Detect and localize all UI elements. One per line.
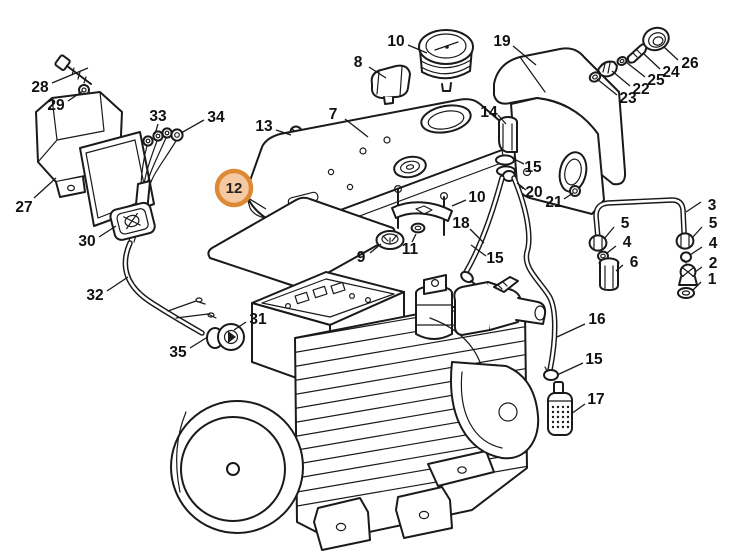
- callout-24[interactable]: 24: [662, 64, 680, 81]
- callout-7[interactable]: 7: [329, 106, 338, 123]
- callout-11[interactable]: 11: [402, 241, 419, 258]
- callout-30[interactable]: 30: [78, 233, 95, 250]
- callout-4-left[interactable]: 4: [623, 234, 632, 251]
- callout-19[interactable]: 19: [493, 33, 511, 50]
- gasket-12: [207, 196, 396, 288]
- callout-21[interactable]: 21: [545, 194, 563, 211]
- callout-4-right[interactable]: 4: [709, 235, 718, 252]
- callout-35[interactable]: 35: [169, 344, 187, 361]
- callout-6[interactable]: 6: [630, 254, 639, 271]
- callout-12-highlight[interactable]: 12: [214, 168, 254, 208]
- stem-24: [627, 43, 648, 64]
- callout-8[interactable]: 8: [354, 54, 363, 71]
- cap-9: [375, 230, 405, 250]
- callout-1[interactable]: 1: [708, 271, 717, 288]
- callout-2[interactable]: 2: [709, 255, 718, 272]
- cable-32: [122, 240, 217, 336]
- nut-5-right: [675, 232, 695, 250]
- valve-2: [678, 263, 698, 286]
- gauge-10: [418, 29, 474, 92]
- cap-6: [598, 257, 620, 291]
- cap-26: [642, 26, 670, 52]
- callout-10-gauge[interactable]: 10: [387, 33, 404, 50]
- fitting-22: [597, 60, 618, 78]
- cable-gland-35-31: [206, 323, 245, 351]
- filter-17: [547, 381, 573, 436]
- part-4-right: [680, 251, 692, 264]
- knob-8: [370, 64, 411, 105]
- callout-12: 12: [226, 180, 243, 197]
- nut-5-left: [588, 234, 608, 252]
- callout-27[interactable]: 27: [15, 199, 32, 216]
- callout-23[interactable]: 23: [619, 90, 637, 107]
- callout-15-a[interactable]: 15: [524, 159, 542, 176]
- callout-22[interactable]: 22: [632, 81, 649, 98]
- shroud-19: [493, 47, 627, 215]
- callout-5-right[interactable]: 5: [709, 215, 718, 232]
- highlight-ring: [214, 168, 254, 208]
- callout-31[interactable]: 31: [249, 311, 267, 328]
- callout-3[interactable]: 3: [708, 197, 717, 214]
- seal-11: [410, 222, 426, 234]
- pipe-3: [593, 197, 687, 241]
- bolt-28: [54, 54, 92, 85]
- hose-16: [511, 175, 558, 373]
- callout-13[interactable]: 13: [255, 118, 273, 135]
- callout-10-bracket[interactable]: 10: [468, 189, 485, 206]
- o-ring-25: [616, 56, 628, 66]
- leader-lines: [33, 44, 703, 415]
- callout-28[interactable]: 28: [31, 79, 49, 96]
- elbow-14: [498, 116, 518, 153]
- callout-9[interactable]: 9: [357, 249, 366, 266]
- bracket-10: [391, 185, 453, 236]
- callout-32[interactable]: 32: [86, 287, 103, 304]
- callout-16[interactable]: 16: [588, 311, 606, 328]
- callout-34[interactable]: 34: [207, 109, 225, 126]
- callout-25[interactable]: 25: [647, 72, 665, 89]
- motor-assembly: [170, 271, 547, 551]
- callout-15-b[interactable]: 15: [486, 250, 504, 267]
- callout-33[interactable]: 33: [149, 108, 167, 125]
- callout-14[interactable]: 14: [480, 104, 498, 121]
- washer-1: [677, 287, 695, 299]
- grommet-30: [109, 201, 156, 241]
- callout-26[interactable]: 26: [681, 55, 699, 72]
- callout-5-left[interactable]: 5: [621, 215, 630, 232]
- callout-29[interactable]: 29: [47, 97, 65, 114]
- callout-17[interactable]: 17: [587, 391, 604, 408]
- callout-15-c[interactable]: 15: [585, 351, 603, 368]
- ring-terminal-34: [170, 128, 184, 142]
- callout-18[interactable]: 18: [452, 215, 470, 232]
- callout-20[interactable]: 20: [525, 184, 542, 201]
